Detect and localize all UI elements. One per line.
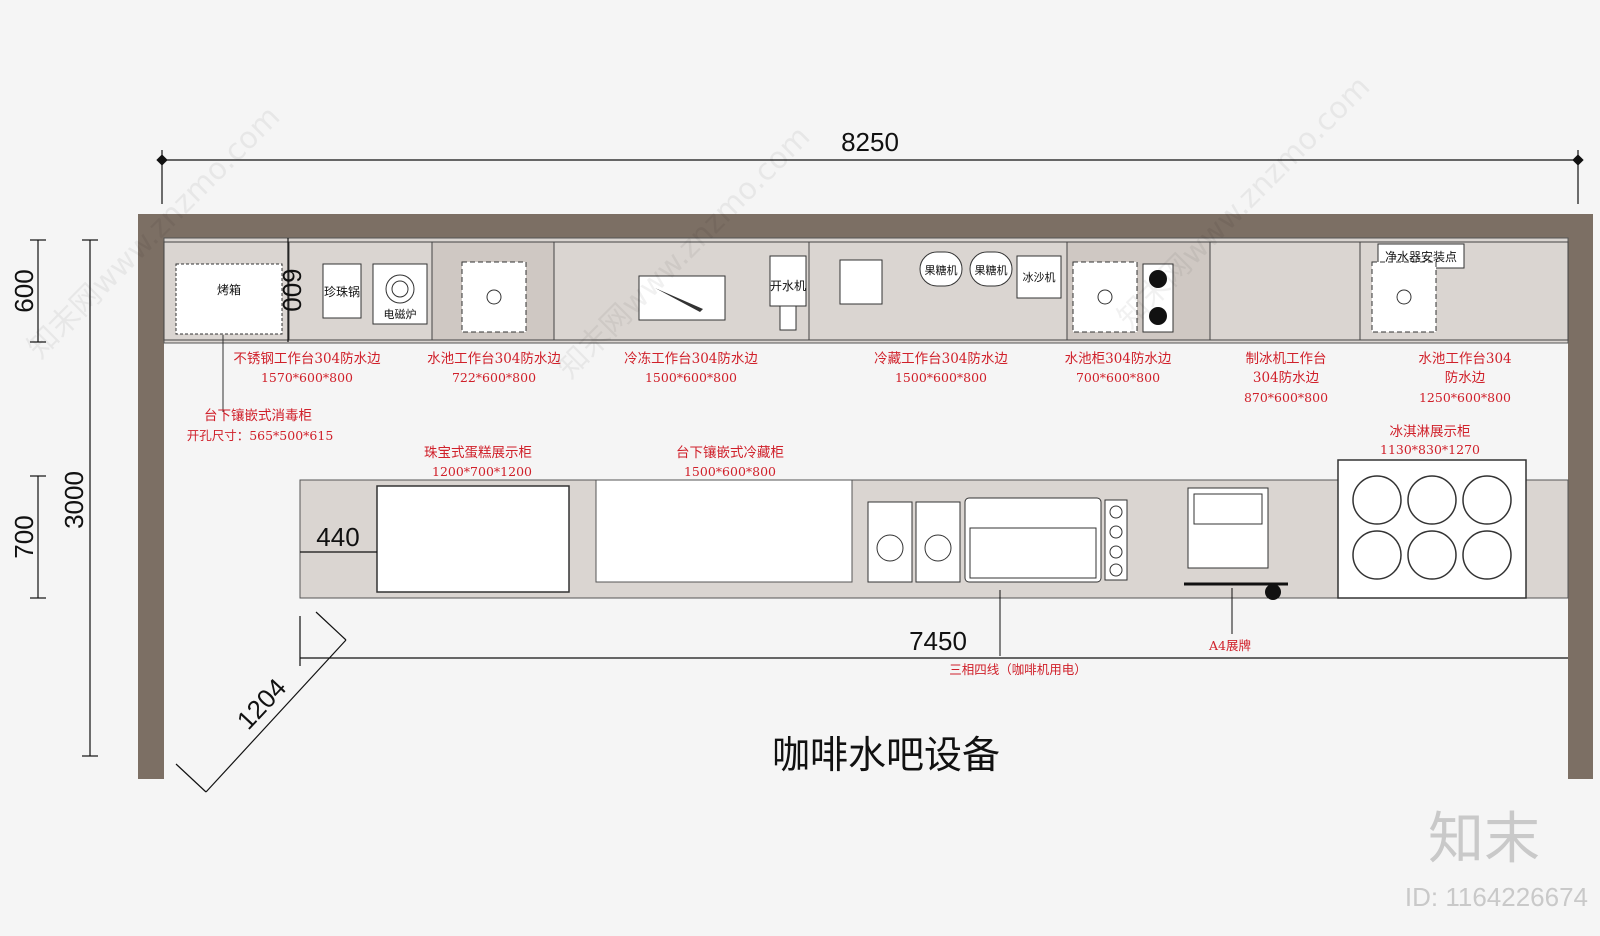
- label-fridge-table: 冷藏工作台304防水边: [874, 351, 1008, 367]
- dim-front-length: 7450: [909, 626, 967, 656]
- smoothie-label: 冰沙机: [1023, 270, 1056, 284]
- cutting-board: [638, 275, 726, 321]
- size-sink-table: 722*600*800: [452, 370, 536, 385]
- label-sink-table: 水池工作台304防水边: [427, 351, 561, 367]
- fructose-machine-2: [969, 251, 1013, 287]
- sign-note: A4展牌: [1208, 638, 1251, 653]
- label-sink-table-2: 水池工作台304: [1418, 351, 1511, 367]
- size-freezer-table: 1500*600*800: [645, 370, 737, 385]
- watermark-id: ID: 1164226674: [1405, 882, 1588, 912]
- label-icemaker-table: 制冰机工作台: [1246, 351, 1327, 367]
- label-freezer-table: 冷冻工作台304防水边: [624, 351, 758, 367]
- diagram-title: 咖啡水吧设备: [772, 733, 1000, 777]
- dim-diagonal: 1204: [231, 672, 292, 735]
- left-wall: [138, 214, 164, 779]
- icecream-tubs: [1352, 475, 1512, 580]
- dimension-lines: [30, 150, 1579, 793]
- fridge-cabinet-label: 台下镶嵌式冷藏柜: [676, 444, 784, 461]
- back-labels: 不锈钢工作台304防水边 1570*600*800 水池工作台304防水边 72…: [233, 351, 1511, 405]
- size-sink-cabinet: 700*600*800: [1076, 370, 1160, 385]
- grinder-1: [867, 501, 913, 583]
- sink-3: [1371, 261, 1437, 333]
- water-boiler: [769, 255, 807, 307]
- power-note: 三相四线（咖啡机用电）: [949, 662, 1087, 677]
- oven-label: 烤箱: [217, 282, 241, 297]
- size-icemaker-table: 870*600*800: [1244, 390, 1328, 405]
- purifier-label: 净水器安装点: [1385, 249, 1457, 264]
- size-fridge-table: 1500*600*800: [895, 370, 987, 385]
- label-icemaker-table-2: 304防水边: [1253, 370, 1320, 386]
- pearl-pot: [322, 263, 362, 319]
- right-wall: [1568, 214, 1593, 779]
- size-sink-table-2: 1250*600*800: [1419, 390, 1511, 405]
- fridge-cabinet-size: 1500*600*800: [684, 464, 776, 479]
- induction-ring: [385, 274, 415, 304]
- fridge-cabinet: [595, 479, 853, 583]
- dim-front-depth: 700: [9, 515, 39, 558]
- dimension-ticks: [156, 154, 1584, 166]
- sink-2-drain-icon: [1097, 289, 1113, 305]
- grinder-2: [915, 501, 961, 583]
- sink-1: [461, 261, 527, 333]
- icecream-label: 冰淇淋展示柜: [1390, 424, 1471, 440]
- label-sink-table-2b: 防水边: [1445, 370, 1486, 386]
- oven: [175, 263, 283, 335]
- pearl-pot-label: 珍珠锅: [324, 284, 360, 299]
- sink-3-drain-icon: [1396, 289, 1412, 305]
- cashier-pos: [1187, 487, 1269, 569]
- size-stainless-table: 1570*600*800: [261, 370, 353, 385]
- dim-total-width: 8250: [841, 127, 899, 157]
- fructose-2-label: 果糖机: [975, 263, 1008, 277]
- back-wall: [138, 214, 1593, 238]
- water-boiler-label: 开水机: [770, 279, 806, 293]
- fructose-machine-1: [919, 251, 963, 287]
- cake-cabinet: [376, 485, 570, 593]
- sterilizer-label: 台下镶嵌式消毒柜: [204, 407, 312, 424]
- dim-inner-depth: 600: [277, 268, 307, 311]
- dim-depth-total: 3000: [59, 471, 89, 529]
- dim-gap: 440: [316, 522, 359, 552]
- sink-1-drain-icon: [486, 289, 502, 305]
- watermark-logo: 知末: [1428, 807, 1540, 872]
- induction-label: 电磁炉: [384, 308, 417, 321]
- dim-back-depth: 600: [9, 269, 39, 312]
- sterilizer-opening: 开孔尺寸：565*500*615: [187, 428, 334, 443]
- label-stainless-table: 不锈钢工作台304防水边: [233, 351, 381, 367]
- icecream-size: 1130*830*1270: [1380, 442, 1480, 457]
- cup-stack: [1104, 499, 1128, 581]
- knife-icon: [655, 288, 703, 312]
- cake-cabinet-label: 珠宝式蛋糕展示柜: [424, 445, 532, 461]
- cake-cabinet-size: 1200*700*1200: [432, 464, 532, 479]
- fructose-1-label: 果糖机: [925, 263, 958, 277]
- label-sink-cabinet: 水池柜304防水边: [1065, 351, 1172, 367]
- socket-icon: [1265, 584, 1281, 600]
- induction-cooker: [372, 263, 428, 325]
- smoothie-machine: [1016, 255, 1062, 299]
- sink-2: [1072, 261, 1138, 333]
- machine-box: [839, 259, 883, 305]
